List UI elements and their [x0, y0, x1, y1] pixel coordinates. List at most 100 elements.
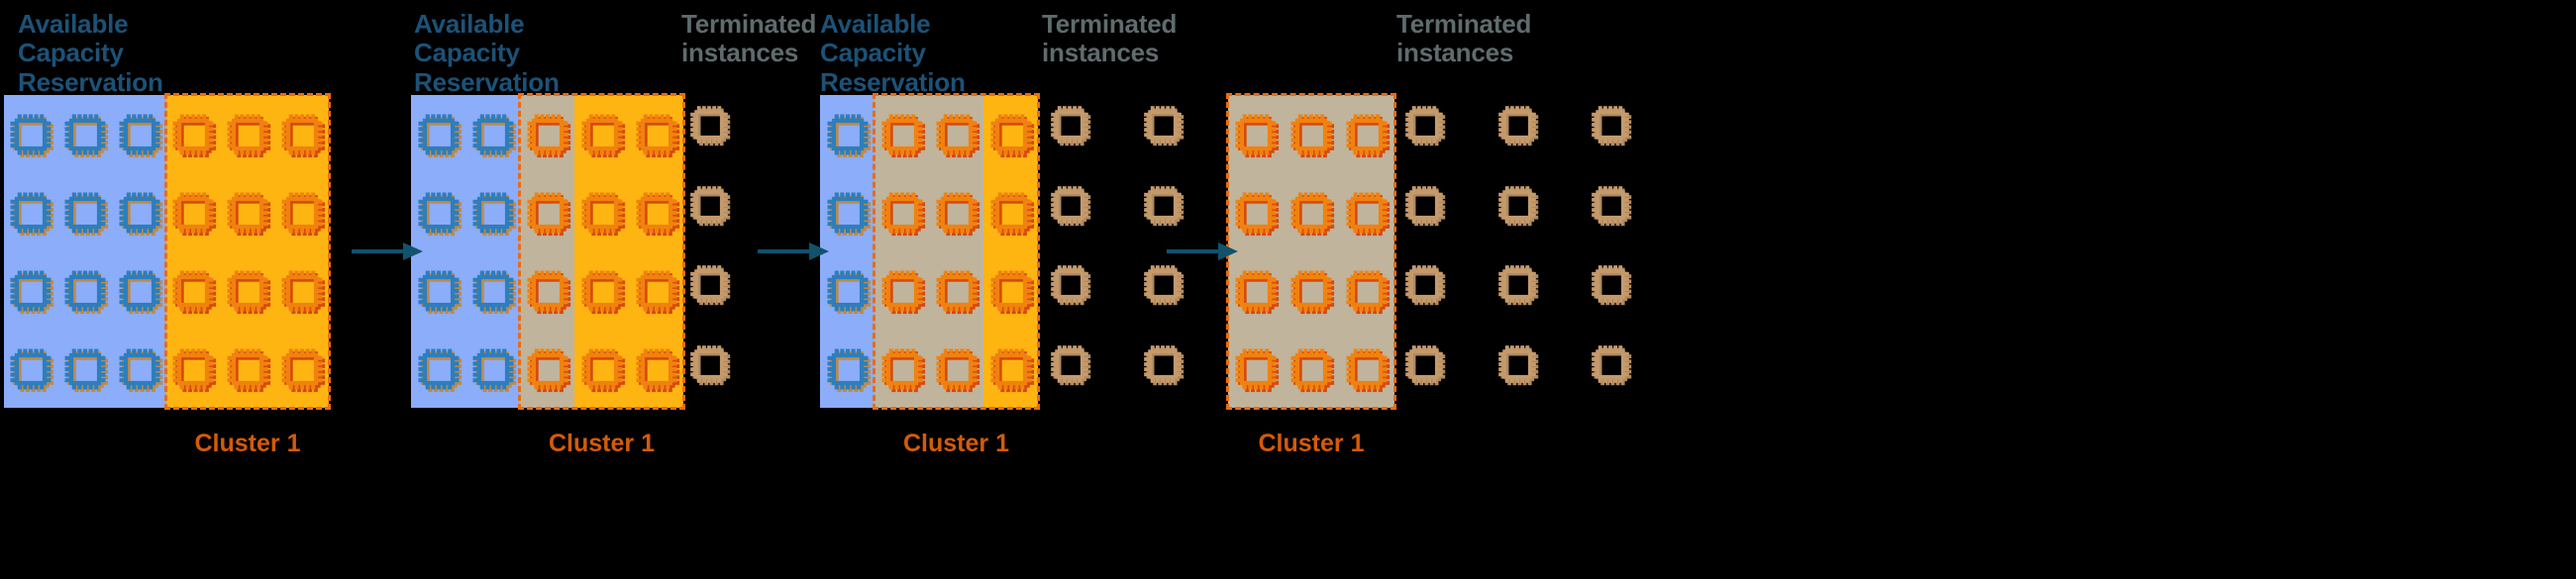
cpu-chip-icon	[119, 270, 162, 314]
cpu-chip-icon	[690, 265, 731, 306]
cpu-chip-icon	[1346, 192, 1391, 236]
cpu-chip-icon	[690, 106, 731, 146]
instance-column	[1284, 95, 1339, 408]
terminated-instance-column	[1583, 103, 1638, 386]
cpu-chip-icon	[281, 270, 325, 314]
instance-column	[820, 95, 875, 408]
cpu-chip-icon	[636, 270, 679, 314]
terminated-instances-label: Terminated instances	[1396, 9, 1532, 68]
cpu-chip-icon	[418, 114, 462, 157]
cpu-chip-icon	[1235, 114, 1280, 157]
instance-column	[629, 95, 683, 408]
terminated-instance-column	[1042, 103, 1097, 386]
terminated-instances-label: Terminated instances	[681, 9, 817, 68]
instance-column	[4, 95, 58, 408]
cpu-chip-icon	[1144, 185, 1185, 226]
arrow-2	[758, 241, 829, 267]
released-capacity-zone	[1228, 95, 1394, 408]
cpu-chip-icon	[1235, 192, 1280, 236]
cpu-chip-icon	[527, 114, 570, 157]
cpu-chip-icon	[1592, 185, 1632, 226]
cpu-chip-icon	[527, 348, 570, 392]
instance-column	[112, 95, 166, 408]
cpu-chip-icon	[172, 348, 217, 392]
instance-column	[1228, 95, 1284, 408]
cpu-chip-icon	[281, 114, 325, 157]
released-capacity-zone	[520, 95, 574, 408]
terminated-instances-grid	[681, 103, 774, 386]
cpu-chip-icon	[281, 192, 325, 236]
instance-column	[929, 95, 983, 408]
cpu-chip-icon	[418, 270, 462, 314]
cpu-chip-icon	[172, 192, 217, 236]
instance-column	[465, 95, 520, 408]
cpu-chip-icon	[1592, 345, 1632, 386]
cpu-chip-icon	[227, 348, 271, 392]
terminated-instance-column	[1490, 103, 1545, 386]
terminated-instance-column	[681, 103, 737, 386]
cpu-chip-icon	[1051, 265, 1091, 306]
cpu-chip-icon	[827, 348, 871, 392]
cpu-chip-icon	[418, 192, 462, 236]
instance-column	[520, 95, 574, 408]
instance-column	[274, 95, 329, 408]
cpu-chip-icon	[227, 114, 271, 157]
cpu-chip-icon	[881, 348, 925, 392]
cpu-chip-icon	[881, 114, 925, 157]
cpu-chip-icon	[119, 114, 162, 157]
cpu-chip-icon	[990, 114, 1034, 157]
cpu-chip-icon	[527, 192, 570, 236]
terminated-instance-column	[1135, 103, 1190, 386]
cpu-chip-icon	[119, 348, 162, 392]
cpu-chip-icon	[527, 270, 570, 314]
cluster-1-label: Cluster 1	[194, 430, 301, 457]
cpu-chip-icon	[1290, 114, 1335, 157]
cpu-chip-icon	[1290, 270, 1335, 314]
arrow-right-icon	[1167, 242, 1238, 260]
cpu-chip-icon	[1498, 106, 1539, 146]
available-capacity-reservation-label: Available Capacity Reservation	[820, 9, 966, 97]
cpu-chip-icon	[881, 192, 925, 236]
cpu-chip-icon	[472, 348, 516, 392]
available-capacity-zone	[820, 95, 875, 408]
instance-column	[411, 95, 465, 408]
available-capacity-zone	[411, 95, 520, 408]
cpu-chip-icon	[227, 270, 271, 314]
cpu-chip-icon	[1405, 106, 1446, 146]
cpu-chip-icon	[690, 345, 731, 386]
cpu-chip-icon	[636, 114, 679, 157]
cpu-chip-icon	[581, 348, 625, 392]
available-capacity-zone	[4, 95, 166, 408]
cpu-chip-icon	[1051, 106, 1091, 146]
cpu-chip-icon	[1346, 348, 1391, 392]
instance-column	[875, 95, 929, 408]
cpu-chip-icon	[64, 192, 109, 236]
cpu-chip-icon	[64, 348, 109, 392]
instance-column	[166, 95, 221, 408]
cpu-chip-icon	[1235, 348, 1280, 392]
cpu-chip-icon	[227, 192, 271, 236]
cpu-chip-icon	[10, 114, 54, 157]
cpu-chip-icon	[1235, 270, 1280, 314]
cluster-active-zone	[574, 95, 683, 408]
cpu-chip-icon	[581, 270, 625, 314]
cpu-chip-icon	[1346, 114, 1391, 157]
instance-column	[983, 95, 1038, 408]
cpu-chip-icon	[10, 348, 54, 392]
cpu-chip-icon	[1405, 185, 1446, 226]
instance-column	[574, 95, 629, 408]
cpu-chip-icon	[581, 114, 625, 157]
cpu-chip-icon	[1405, 345, 1446, 386]
cpu-chip-icon	[990, 270, 1034, 314]
cpu-chip-icon	[1498, 265, 1539, 306]
terminated-instances-grid	[1396, 103, 1676, 386]
arrow-right-icon	[758, 242, 829, 260]
instance-column	[58, 95, 113, 408]
cpu-chip-icon	[172, 270, 217, 314]
cpu-chip-icon	[472, 192, 516, 236]
cpu-chip-icon	[1346, 270, 1391, 314]
cpu-chip-icon	[281, 348, 325, 392]
cluster-active-zone	[166, 95, 329, 408]
cpu-chip-icon	[1498, 345, 1539, 386]
cpu-chip-icon	[1290, 192, 1335, 236]
